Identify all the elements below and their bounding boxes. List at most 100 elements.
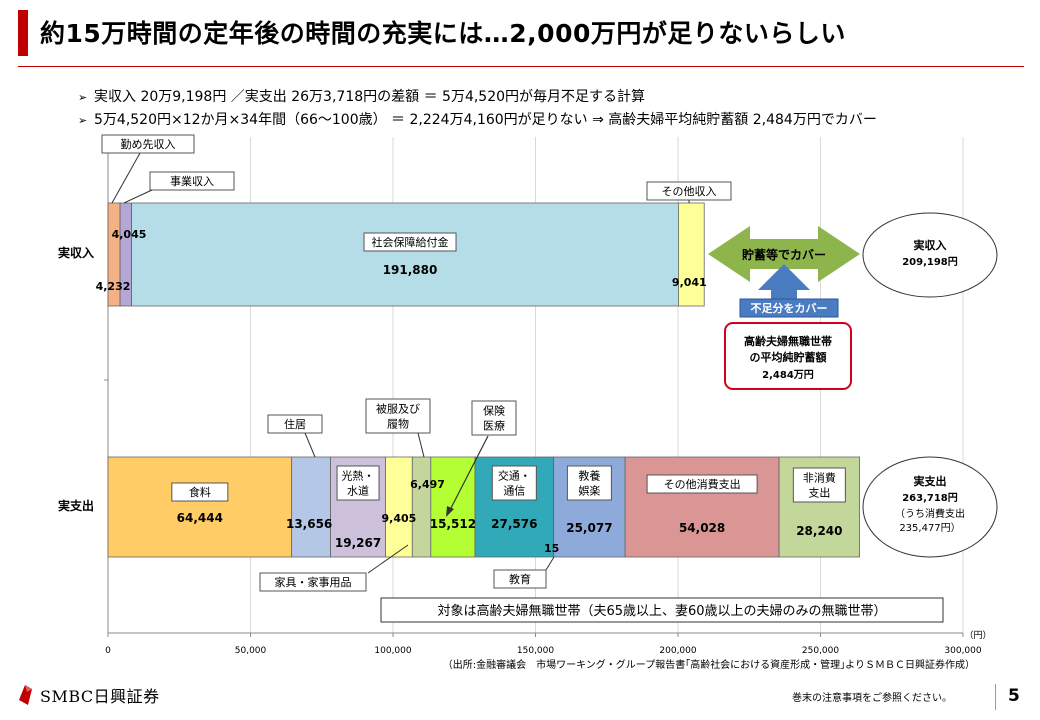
data-label: 54,028 <box>679 521 725 535</box>
callout-label: 住居 <box>284 417 306 431</box>
income-total-label: 実収入 <box>914 238 947 252</box>
data-label: 28,240 <box>796 524 842 538</box>
x-tick-label: 300,000 <box>944 646 981 656</box>
logo-text: SMBC日興証券 <box>40 687 160 706</box>
savings-label: の平均純貯蓄額 <box>750 350 827 364</box>
x-tick-label: 100,000 <box>374 646 411 656</box>
segment-label: 通信 <box>503 485 525 498</box>
source-note: （出所:金融審議会 市場ワーキング・グループ報告書｢高齢社会における資産形成・管… <box>443 658 975 671</box>
segment-label-box <box>363 232 457 252</box>
expense-bar-segment <box>624 456 780 558</box>
data-label: 191,880 <box>383 263 438 277</box>
target-note-box <box>380 597 944 623</box>
category-label-expense: 実支出 <box>58 498 94 513</box>
segment-label-box <box>792 467 846 503</box>
income-total-value: 209,198円 <box>902 256 958 268</box>
up-arrow-icon <box>758 264 810 299</box>
data-label: 15,512 <box>430 517 476 531</box>
data-label: 27,576 <box>491 517 537 531</box>
callout-label-box <box>493 569 547 589</box>
callout-label: 履物 <box>387 417 409 431</box>
segment-label: 光熱・ <box>342 469 375 483</box>
data-label: 13,656 <box>286 517 332 531</box>
callout-leader <box>304 432 316 458</box>
callout-label-box <box>101 134 195 154</box>
segment-label: 水道 <box>347 484 369 498</box>
expense-bar-segment <box>291 456 331 558</box>
expense-total-oval <box>862 456 998 558</box>
callout-leader <box>123 189 153 204</box>
footer-divider <box>995 684 996 710</box>
callout-label: 医療 <box>483 419 505 433</box>
company-logo: SMBC日興証券 <box>16 683 160 707</box>
target-note: 対象は高齢夫婦無職世帯（夫65歳以上、妻60歳以上の夫婦のみの無職世帯） <box>437 603 886 619</box>
segment-label: 教養 <box>578 469 600 483</box>
callout-label: 家具・家事用品 <box>275 575 352 589</box>
expense-bar-segment <box>778 456 860 558</box>
category-label-income: 実収入 <box>58 245 94 260</box>
segment-label: 非消費 <box>803 471 836 485</box>
expense-total-label: 実支出 <box>914 474 947 488</box>
segment-label: 娯楽 <box>578 484 600 498</box>
savings-box <box>724 322 852 390</box>
smbc-logo-icon <box>19 685 32 705</box>
data-label: 25,077 <box>566 521 612 535</box>
callout-label-box <box>267 414 323 434</box>
x-tick-label: 250,000 <box>802 646 839 656</box>
income-bar-segment <box>131 202 679 307</box>
segment-label-box <box>336 465 380 501</box>
callout-leader <box>545 556 555 571</box>
medical-pointer-arrowhead <box>446 506 454 517</box>
income-expense-chart: 0 50,000 100,000 150,000 200,000 250,000 300,0… <box>58 134 998 671</box>
x-tick-label: 150,000 <box>517 646 554 656</box>
callout-leader <box>111 152 141 204</box>
expense-bar-segment <box>385 456 413 558</box>
segment-label-box <box>491 465 537 501</box>
shortfall-label: 不足分をカバー <box>751 301 828 315</box>
expense-consumption-label: （うち消費支出 <box>895 507 965 520</box>
data-label: 19,267 <box>335 536 381 550</box>
page-title: 約15万時間の定年後の時間の充実には…2,000万円が足りないらしい <box>40 19 846 48</box>
data-label: 4,045 <box>112 228 147 241</box>
income-bar-segment <box>678 202 705 307</box>
bullet-text: 実収入 20万9,198円 ／実支出 26万3,718円の差額 ＝ 5万4,52… <box>94 89 646 105</box>
callout-label-box <box>149 171 235 191</box>
disclaimer-note: 巻末の注意事項をご参照ください。 <box>792 693 952 704</box>
data-label: 4,232 <box>96 280 131 293</box>
callout-label-box <box>365 398 431 434</box>
x-tick-label: 50,000 <box>235 646 267 656</box>
savings-amount: 2,484万円 <box>762 369 814 381</box>
data-label: 15 <box>544 542 559 555</box>
callout-label: 被服及び <box>376 403 420 416</box>
data-label: 9,041 <box>672 276 707 289</box>
expense-bar-segment <box>411 456 432 558</box>
income-total-oval <box>862 212 998 298</box>
x-tick-label: 0 <box>105 646 111 656</box>
title-divider <box>18 66 1024 67</box>
expense-consumption-value: 235,477円） <box>899 522 960 534</box>
segment-label-box <box>566 465 612 501</box>
bullet-item: ➢実収入 20万9,198円 ／実支出 26万3,718円の差額 ＝ 5万4,5… <box>78 86 877 109</box>
callout-leader <box>367 544 409 574</box>
callout-label: 勤め先収入 <box>121 138 176 151</box>
callout-label-box <box>259 572 367 592</box>
bullet-text: 5万4,520円×12か月×34年間（66〜100歳） ＝ 2,224万4,16… <box>94 112 877 128</box>
medical-pointer-arrow <box>449 435 489 511</box>
cover-arrow-label: 貯蓄等でカバー <box>742 247 826 262</box>
data-label: 6,497 <box>410 478 445 491</box>
segment-label: 社会保障給付金 <box>372 235 449 249</box>
page-number: 5 <box>1008 686 1020 706</box>
x-axis-unit: （円） <box>964 630 991 641</box>
callout-label: 保険 <box>483 404 505 418</box>
callout-label: 事業収入 <box>170 175 214 188</box>
x-tick-label: 200,000 <box>659 646 696 656</box>
segment-label: その他消費支出 <box>664 477 741 491</box>
bullet-item: ➢5万4,520円×12か月×34年間（66〜100歳） ＝ 2,224万4,1… <box>78 109 877 132</box>
expense-bar-segment <box>107 456 293 558</box>
expense-bar-segment <box>430 456 476 558</box>
callout-label-box <box>471 400 517 436</box>
expense-total-value: 263,718円 <box>902 492 958 504</box>
callout-leader <box>417 432 425 458</box>
segment-label-box <box>171 482 229 502</box>
segment-label: 交通・ <box>498 469 531 483</box>
